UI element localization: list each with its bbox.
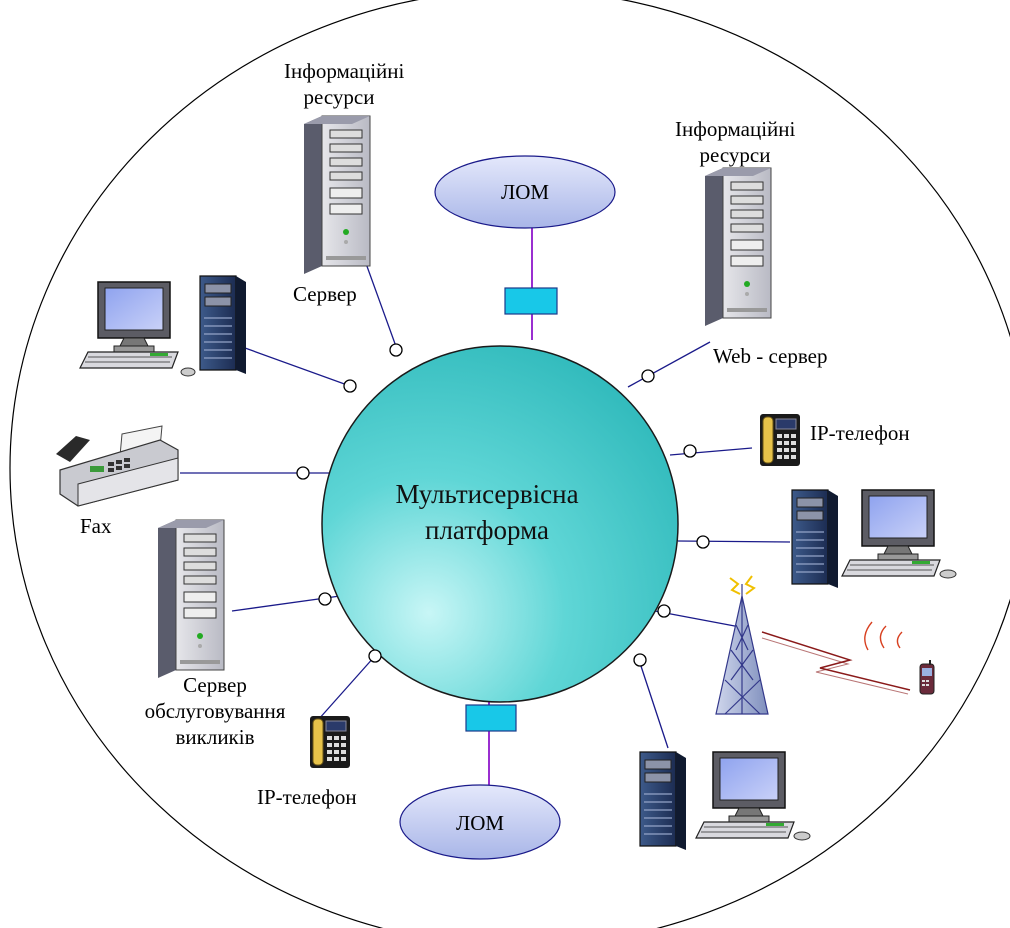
workstation-left-top [79, 275, 247, 377]
server-left-label: Сервер [293, 282, 357, 306]
ip-phone-right-label: IP-телефон [810, 421, 910, 445]
ip-phone-left [309, 715, 351, 769]
multiservice-platform-hub [321, 345, 679, 703]
web-server [704, 167, 772, 327]
port-connectors [296, 343, 710, 667]
lan-top-label: ЛОМ [500, 180, 550, 204]
fax-machine [56, 425, 179, 507]
lan-bottom-switch [465, 704, 517, 732]
web-server-label: Web - сервер [713, 344, 828, 368]
call-server [157, 519, 225, 679]
ip-phone-right [759, 413, 801, 467]
call-server-label: Сервер обслуговування викликів [144, 673, 286, 749]
lan-bottom-ellipse [399, 784, 561, 860]
antenna-signal-icon [729, 575, 756, 595]
radio-link [761, 631, 911, 691]
signal-waves-icon [864, 621, 903, 651]
ip-phone-left-label: IP-телефон [257, 785, 357, 809]
radio-tower [715, 584, 769, 715]
fax-label: Fax [80, 514, 112, 538]
info-resources-left-label: Інформаційні ресурси [284, 59, 405, 109]
hub-label: Мультисервісна платформа [395, 479, 579, 545]
lan-top-switch [504, 287, 558, 315]
workstation-right [791, 489, 957, 589]
mobile-phone-icon [919, 660, 935, 695]
info-server-left [303, 115, 371, 275]
info-resources-right-label: Інформаційні ресурси [675, 117, 796, 167]
network-boundary-ellipse [9, 0, 1010, 928]
workstation-bottom-right [639, 751, 811, 851]
lan-bottom-label: ЛОМ [455, 811, 505, 835]
lan-top-ellipse [434, 155, 616, 229]
